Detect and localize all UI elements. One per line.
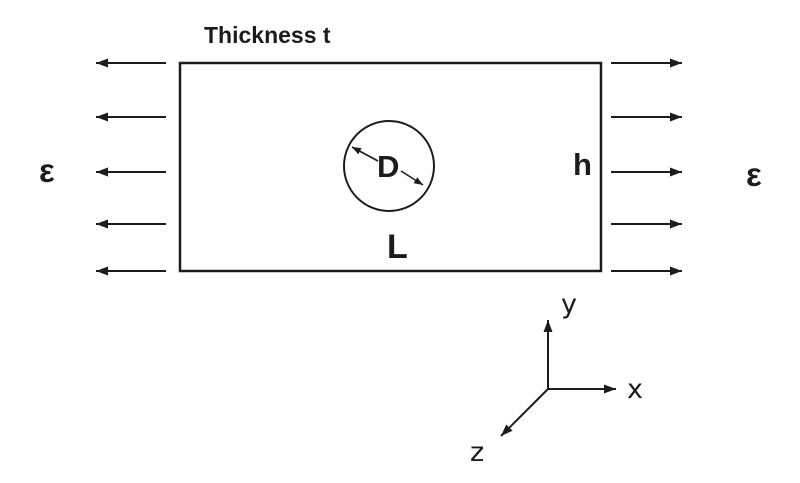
diameter-label: D: [377, 149, 400, 184]
plate-outline: [178, 61, 603, 273]
hole-circle: [343, 120, 435, 212]
left-strain-arrows: [96, 58, 166, 276]
diameter-arrow-lower: [400, 170, 424, 186]
coordinate-axes: [500, 320, 616, 437]
thickness-label: Thickness t: [204, 22, 331, 48]
axis-x-label: x: [627, 374, 643, 405]
length-label: L: [387, 228, 408, 266]
strain-label-right: ε: [746, 156, 762, 193]
z-axis: [500, 388, 549, 437]
axis-z-label: z: [470, 437, 485, 468]
diameter-arrow: [351, 146, 424, 186]
diameter-arrow-upper: [351, 146, 379, 162]
axis-y-label: y: [561, 289, 577, 320]
height-label: h: [573, 147, 592, 182]
right-strain-arrows: [611, 58, 682, 276]
strain-label-left: ε: [39, 152, 55, 189]
